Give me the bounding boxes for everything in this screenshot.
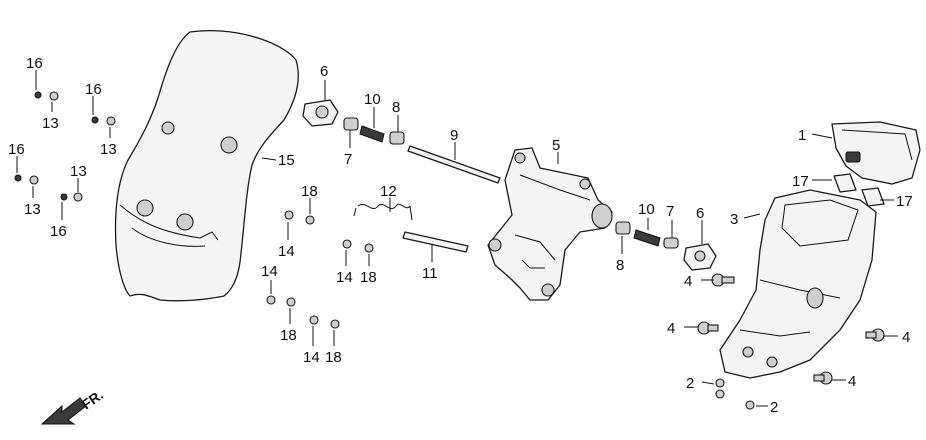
callout-14: 14 bbox=[261, 263, 278, 280]
callout-10: 10 bbox=[364, 91, 381, 108]
knob-part-right bbox=[683, 243, 717, 271]
callout-16: 16 bbox=[26, 55, 43, 72]
washer-part-14c bbox=[266, 295, 276, 305]
grommet-part-18c bbox=[286, 297, 296, 307]
callout-16: 16 bbox=[50, 223, 67, 240]
collar-part-7-right bbox=[663, 237, 679, 249]
callout-6: 6 bbox=[696, 205, 704, 222]
coil-spring-left bbox=[359, 125, 385, 143]
callout-4: 4 bbox=[667, 320, 675, 337]
callout-7: 7 bbox=[344, 151, 352, 168]
callout-13: 13 bbox=[42, 115, 59, 132]
grommet-part-18d bbox=[330, 319, 340, 329]
callout-8: 8 bbox=[616, 257, 624, 274]
callout-15: 15 bbox=[278, 152, 295, 169]
bolt-part-4d bbox=[813, 371, 833, 385]
washer-part-14b bbox=[342, 239, 352, 249]
meter-cover-part bbox=[719, 189, 877, 379]
clip-part-a bbox=[833, 173, 857, 193]
callout-8: 8 bbox=[392, 99, 400, 116]
callout-14: 14 bbox=[278, 243, 295, 260]
callout-13: 13 bbox=[24, 201, 41, 218]
callout-3: 3 bbox=[730, 211, 738, 228]
grommet-part-18a bbox=[305, 215, 315, 225]
callout-2: 2 bbox=[770, 399, 778, 416]
clip-part-b bbox=[861, 187, 885, 207]
collar-part-7-left bbox=[343, 117, 359, 131]
callout-11: 11 bbox=[422, 265, 438, 282]
callout-4: 4 bbox=[684, 273, 692, 290]
spring-part bbox=[353, 203, 413, 221]
callout-10: 10 bbox=[638, 201, 655, 218]
screw-part-16b bbox=[91, 116, 99, 124]
callout-18: 18 bbox=[360, 269, 377, 286]
washer-part-13b bbox=[106, 116, 116, 126]
leader-lines bbox=[16, 70, 898, 407]
callout-13: 13 bbox=[100, 141, 117, 158]
nut-part-2b bbox=[745, 400, 755, 410]
callout-4: 4 bbox=[848, 373, 856, 390]
callout-1: 1 bbox=[798, 127, 806, 144]
bolt-part-4b bbox=[697, 321, 719, 335]
grommet-part-18b bbox=[364, 243, 374, 253]
washer-part-13d bbox=[73, 192, 83, 202]
shaft-part bbox=[407, 145, 501, 184]
screw-part-16a bbox=[34, 91, 42, 99]
screw-part-16d bbox=[60, 193, 68, 201]
front-direction-arrow: FR. bbox=[40, 386, 106, 425]
washer-part-13c bbox=[29, 175, 39, 185]
callout-13: 13 bbox=[70, 163, 87, 180]
knob-part-left bbox=[302, 99, 339, 127]
callout-7: 7 bbox=[666, 203, 674, 220]
callout-16: 16 bbox=[85, 81, 102, 98]
washer-part-14a bbox=[284, 210, 294, 220]
callout-12: 12 bbox=[380, 183, 397, 200]
callout-6: 6 bbox=[320, 63, 328, 80]
callout-17: 17 bbox=[792, 173, 809, 190]
callout-9: 9 bbox=[450, 127, 458, 144]
callout-14: 14 bbox=[336, 269, 353, 286]
coil-spring-right bbox=[633, 229, 661, 247]
callout-5: 5 bbox=[552, 137, 560, 154]
washer-part-13a bbox=[49, 91, 59, 101]
rod-part bbox=[402, 231, 469, 253]
callout-18: 18 bbox=[325, 349, 342, 366]
meter-part bbox=[831, 121, 921, 185]
collar-part-8-left bbox=[389, 131, 405, 145]
collar-part-8-right bbox=[615, 221, 631, 235]
callout-16: 16 bbox=[8, 141, 25, 158]
callout-17: 17 bbox=[896, 193, 913, 210]
washer-part-14d bbox=[309, 315, 319, 325]
callout-4: 4 bbox=[902, 329, 910, 346]
callout-2: 2 bbox=[686, 375, 694, 392]
callout-18: 18 bbox=[301, 183, 318, 200]
callout-18: 18 bbox=[280, 327, 297, 344]
callout-14: 14 bbox=[303, 349, 320, 366]
bolt-part-4a bbox=[711, 273, 735, 287]
bracket-part bbox=[487, 147, 613, 301]
callout-labels: 16 13 16 13 16 13 13 16 15 6 10 8 7 9 5 … bbox=[8, 55, 913, 416]
nut-part-2a bbox=[715, 378, 725, 399]
bolt-part-4c bbox=[865, 328, 885, 342]
screw-part-16c bbox=[14, 174, 22, 182]
windscreen-part bbox=[114, 29, 299, 302]
